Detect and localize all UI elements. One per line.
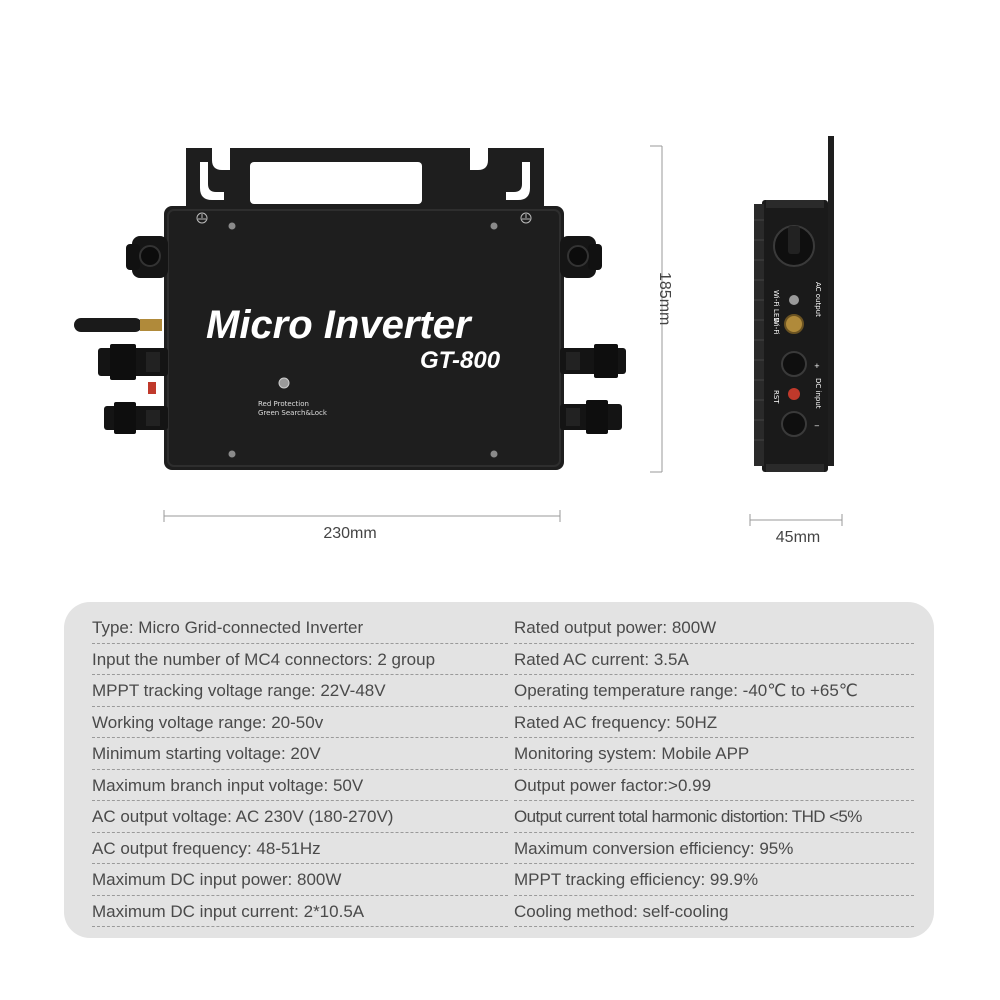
spec-item: AC output voltage: AC 230V (180-270V) (92, 801, 508, 833)
mc4-connector-left-top (98, 344, 168, 380)
spec-row: Maximum DC input power: 800W MPPT tracki… (92, 864, 934, 896)
spec-row: Type: Micro Grid-connected Inverter Rate… (92, 612, 934, 644)
spec-row: Maximum DC input current: 2*10.5A Coolin… (92, 896, 934, 927)
side-body (762, 200, 828, 472)
side-label-dc: DC input (814, 378, 822, 409)
mc4-connector-right-top (560, 344, 626, 378)
mc4-connector-right-bottom (560, 400, 622, 434)
spec-item: Maximum DC input current: 2*10.5A (92, 896, 508, 927)
spec-row: Maximum branch input voltage: 50V Output… (92, 770, 934, 801)
spec-item: Rated AC frequency: 50HZ (514, 707, 914, 738)
spec-item: MPPT tracking efficiency: 99.9% (514, 864, 914, 896)
spec-item: AC output frequency: 48-51Hz (92, 833, 508, 864)
spec-item: Maximum conversion efficiency: 95% (514, 833, 914, 864)
side-ac-plug (788, 226, 800, 254)
wifi-antenna (74, 318, 162, 332)
dimension-width-label: 230mm (323, 525, 376, 542)
ac-connector-right (560, 236, 602, 278)
side-label-minus: − (814, 422, 820, 430)
dimension-height-label: 185mm (656, 272, 673, 325)
spec-row: AC output frequency: 48-51Hz Maximum con… (92, 833, 934, 864)
screw-icon (228, 222, 498, 458)
side-label-plus: + (814, 362, 820, 370)
spec-item: Rated AC current: 3.5A (514, 644, 914, 675)
spec-row: Working voltage range: 20-50v Rated AC f… (92, 707, 934, 738)
spec-item: Input the number of MC4 connectors: 2 gr… (92, 644, 508, 675)
spec-item: Cooling method: self-cooling (514, 896, 914, 927)
bracket-keyhole-right (506, 162, 530, 200)
spec-item: Output current total harmonic distortion… (514, 801, 914, 833)
ground-icon (196, 212, 532, 224)
indicator-label-protection: Red Protection (258, 400, 309, 408)
indicator-label-search: Green Search&Lock (258, 409, 328, 417)
inverter-body (164, 206, 564, 470)
side-wifi-port (784, 314, 804, 334)
product-title: Micro Inverter (206, 303, 473, 347)
heatsink-fin-lines (754, 219, 764, 441)
dimension-width (163, 510, 561, 522)
spec-item: Minimum starting voltage: 20V (92, 738, 508, 770)
heatsink-fins (754, 200, 824, 472)
spec-row: MPPT tracking voltage range: 22V-48V Ope… (92, 675, 934, 707)
side-bracket (828, 136, 834, 466)
dimension-height (650, 145, 663, 473)
spec-item: Maximum branch input voltage: 50V (92, 770, 508, 801)
dimension-depth-label: 45mm (776, 529, 820, 546)
product-illustration: Micro Inverter GT-800 Red Protection Gre… (74, 136, 843, 546)
side-rst-button (788, 388, 800, 400)
spec-item: Operating temperature range: -40℃ to +65… (514, 675, 914, 707)
spec-row: AC output voltage: AC 230V (180-270V) Ou… (92, 801, 934, 833)
spec-item: Monitoring system: Mobile APP (514, 738, 914, 770)
inverter-front-view: Micro Inverter GT-800 Red Protection Gre… (74, 148, 626, 470)
spec-item: Working voltage range: 20-50v (92, 707, 508, 738)
spec-table: Type: Micro Grid-connected Inverter Rate… (64, 602, 934, 938)
side-label-led: Wi-Fi LED (772, 290, 780, 323)
spec-item: Maximum DC input power: 800W (92, 864, 508, 896)
indicator-led-icon (278, 377, 290, 389)
side-led-icon (789, 295, 799, 305)
mc4-connector-left-bottom (104, 382, 168, 434)
spec-item: Rated output power: 800W (514, 612, 914, 644)
side-label-ac: AC output (814, 282, 822, 317)
dimension-depth (749, 514, 843, 526)
side-label-rst: RST (772, 390, 780, 404)
spec-item: Type: Micro Grid-connected Inverter (92, 612, 508, 644)
inverter-side-view: AC output DC input + − Wi-Fi Wi-Fi LED R… (754, 136, 834, 472)
side-dc-port-plus (781, 351, 807, 377)
product-model: GT-800 (420, 347, 501, 374)
side-dc-port-minus (781, 411, 807, 437)
bracket-keyhole-left (200, 162, 224, 200)
spec-row: Minimum starting voltage: 20V Monitoring… (92, 738, 934, 770)
ac-connector-left (126, 236, 168, 278)
spec-row: Input the number of MC4 connectors: 2 gr… (92, 644, 934, 675)
spec-item: MPPT tracking voltage range: 22V-48V (92, 675, 508, 707)
inverter-body-highlight (167, 209, 561, 467)
bracket-handle-slot (250, 162, 422, 204)
side-label-wifi: Wi-Fi (772, 318, 780, 335)
spec-item: Output power factor:>0.99 (514, 770, 914, 801)
